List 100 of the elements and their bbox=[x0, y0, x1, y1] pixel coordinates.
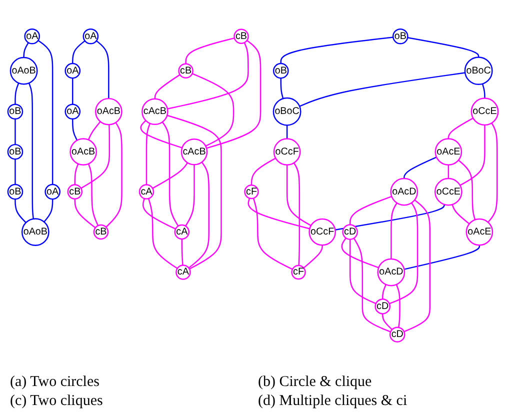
connector bbox=[286, 164, 312, 226]
connector bbox=[38, 40, 54, 184]
caption: (b) Circle & clique bbox=[258, 374, 373, 391]
node-circle: cB bbox=[178, 62, 194, 78]
node-circle: oCcE bbox=[470, 97, 499, 126]
connector bbox=[185, 164, 195, 226]
connector bbox=[349, 195, 392, 224]
connector bbox=[404, 156, 437, 178]
connector bbox=[14, 82, 20, 104]
connector bbox=[206, 40, 262, 148]
connector bbox=[23, 42, 29, 58]
connector bbox=[185, 37, 235, 64]
connector bbox=[448, 164, 450, 178]
connector bbox=[407, 36, 480, 57]
connector bbox=[280, 36, 394, 64]
connector bbox=[106, 122, 122, 228]
node-circle: oBoC bbox=[464, 56, 493, 85]
node-circle: cF bbox=[291, 264, 306, 280]
node-circle: cB bbox=[93, 224, 109, 240]
node-circle: cB bbox=[67, 184, 83, 199]
node-circle: oCcE bbox=[434, 177, 462, 206]
caption: (c) Two cliques bbox=[10, 393, 104, 410]
connector bbox=[72, 118, 78, 140]
connector bbox=[460, 124, 486, 186]
connector bbox=[14, 158, 16, 184]
node-circle: oAcD bbox=[377, 258, 406, 286]
connector bbox=[390, 202, 398, 258]
connector bbox=[482, 83, 486, 98]
node-circle: cD bbox=[342, 224, 358, 240]
node-circle: oA bbox=[82, 28, 99, 44]
node-circle: cAcB bbox=[180, 138, 208, 165]
node-circle: oB bbox=[272, 62, 289, 78]
connector bbox=[14, 118, 16, 144]
connector bbox=[152, 162, 188, 188]
node-circle: oCcF bbox=[308, 218, 336, 246]
node-circle: oB bbox=[7, 143, 24, 160]
node-circle: oAoB bbox=[10, 56, 38, 84]
connector bbox=[458, 159, 476, 220]
connector bbox=[252, 198, 293, 270]
connector bbox=[14, 198, 26, 223]
node-circle: oB bbox=[392, 28, 408, 44]
node-circle: oB bbox=[7, 103, 24, 120]
connector bbox=[166, 114, 222, 270]
node-circle: oAcD bbox=[390, 177, 418, 206]
connector bbox=[452, 204, 470, 224]
connector bbox=[96, 40, 110, 98]
connector bbox=[280, 78, 284, 98]
connector bbox=[396, 284, 400, 328]
connector bbox=[28, 82, 34, 218]
connector bbox=[335, 204, 446, 230]
node-circle: cA bbox=[174, 224, 190, 240]
connector bbox=[248, 198, 310, 229]
connector bbox=[303, 244, 323, 268]
connector bbox=[44, 198, 54, 222]
connector bbox=[448, 117, 474, 138]
connector bbox=[88, 163, 99, 226]
connector bbox=[181, 238, 184, 265]
connector bbox=[192, 72, 234, 146]
node-circle: oBoC bbox=[272, 96, 302, 126]
node-circle: oAoB bbox=[21, 218, 50, 246]
node-circle: oAcE bbox=[434, 138, 462, 166]
connector bbox=[389, 202, 418, 304]
connector bbox=[142, 198, 176, 230]
node-circle: cA bbox=[176, 264, 191, 280]
connector bbox=[167, 42, 249, 109]
connector bbox=[404, 199, 431, 332]
connector bbox=[286, 124, 288, 138]
node-circle: oA bbox=[24, 28, 40, 44]
connector bbox=[188, 161, 210, 268]
connector bbox=[488, 122, 498, 222]
connector bbox=[74, 198, 96, 228]
connector bbox=[140, 120, 182, 148]
connector bbox=[80, 124, 110, 188]
caption: (a) Two circles bbox=[10, 374, 100, 391]
node-circle: oCcF bbox=[273, 138, 301, 166]
connector bbox=[349, 238, 376, 304]
connector bbox=[72, 78, 74, 104]
connector bbox=[146, 122, 151, 184]
node-circle: cD bbox=[389, 326, 406, 342]
node-circle: cB bbox=[234, 28, 249, 44]
connector bbox=[299, 72, 466, 106]
connector bbox=[341, 237, 379, 268]
node-circle: cA bbox=[138, 184, 154, 199]
connector bbox=[382, 284, 387, 299]
connector bbox=[88, 120, 101, 140]
connector bbox=[404, 244, 480, 270]
node-circle: oAcB bbox=[95, 97, 122, 125]
connector bbox=[154, 74, 180, 98]
connector bbox=[382, 313, 393, 330]
node-circle: cD bbox=[374, 298, 390, 314]
node-circle: cAcB bbox=[142, 98, 168, 125]
connector bbox=[250, 157, 276, 185]
connector bbox=[293, 162, 300, 266]
node-circle: oAcB bbox=[70, 138, 97, 166]
connector bbox=[148, 198, 178, 268]
caption: (d) Multiple cliques & ci bbox=[258, 393, 408, 410]
node-circle: oAcE bbox=[466, 218, 494, 246]
node-circle: oA bbox=[44, 183, 60, 200]
connector bbox=[72, 40, 86, 64]
node-circle: cF bbox=[244, 184, 259, 199]
